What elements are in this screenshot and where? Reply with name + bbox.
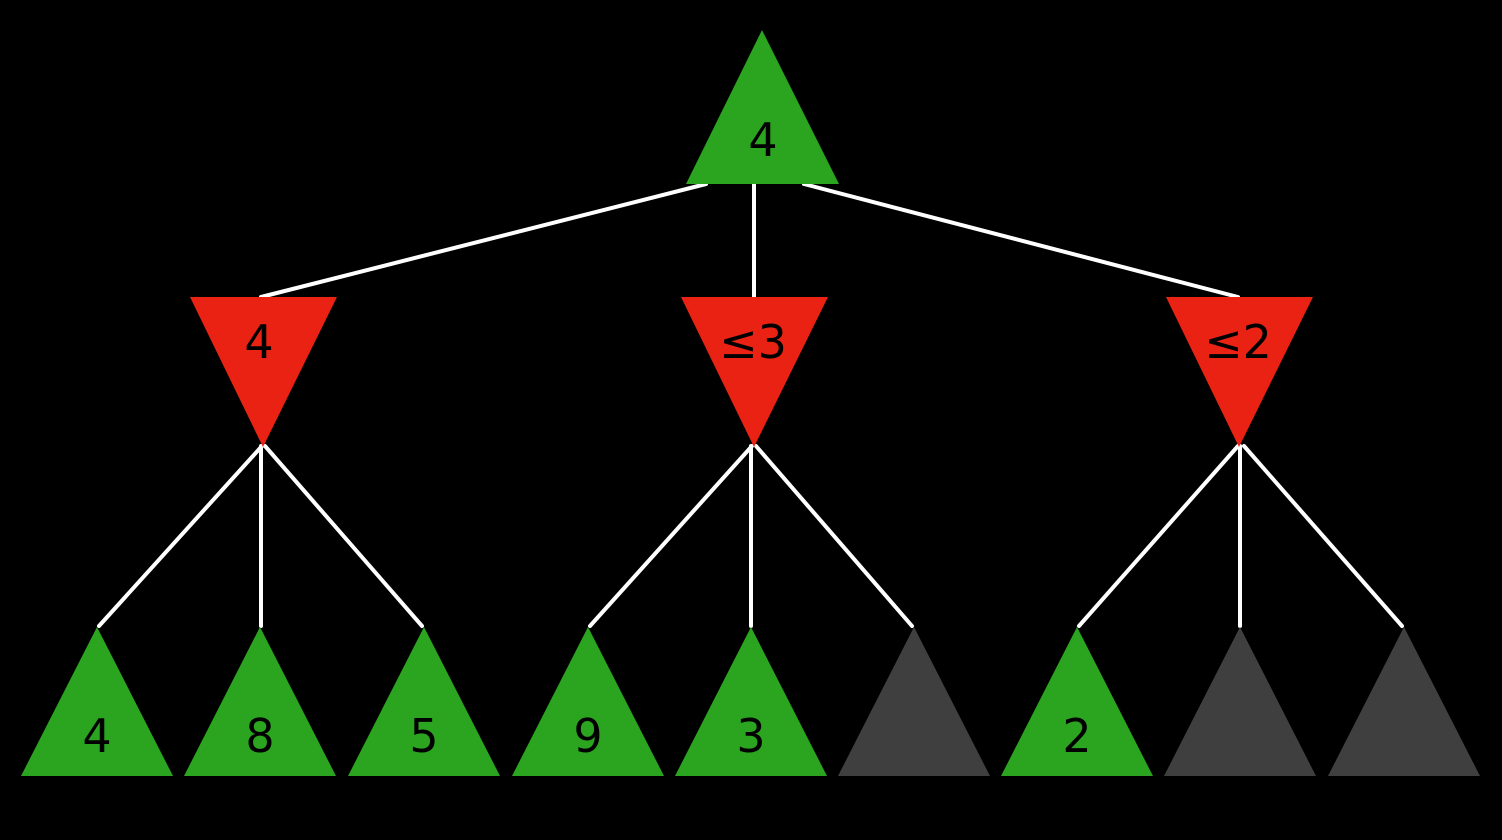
tree-edge [1242,444,1404,628]
tree-edge [1077,444,1240,628]
node-label: 5 [409,709,438,763]
leaf-node-triangle [675,627,827,776]
pruned-node-triangle [1328,627,1480,776]
tree-edge [802,182,1240,299]
pruned-node-triangle [838,627,990,776]
tree-edge [588,444,754,628]
node-label: 8 [245,709,274,763]
leaf-node-triangle [348,627,500,776]
min-node-triangle [1166,297,1313,447]
node-label: 9 [573,709,602,763]
tree-edges [97,182,1404,628]
leaf-node-triangle [184,627,336,776]
node-label: ≤2 [1204,315,1272,369]
min-node-triangle [681,297,828,447]
node-label: 4 [244,315,273,369]
tree-edge [97,444,264,628]
node-label: ≤3 [719,315,787,369]
node-label: 2 [1062,709,1091,763]
tree-edge [259,182,708,299]
node-label: 4 [82,709,111,763]
min-node-triangle [190,297,337,447]
pruned-node-triangle [1164,627,1316,776]
tree-edge [263,444,424,628]
tree-edge [754,444,914,628]
leaf-node-triangle [512,627,664,776]
node-label: 4 [748,113,777,167]
max-node-triangle [686,30,839,184]
tree-nodes: 4 4 ≤3 ≤2 4 8 5 9 3 2 [21,30,1480,776]
leaf-node-triangle [21,627,173,776]
node-label: 3 [736,709,765,763]
leaf-node-triangle [1001,627,1153,776]
